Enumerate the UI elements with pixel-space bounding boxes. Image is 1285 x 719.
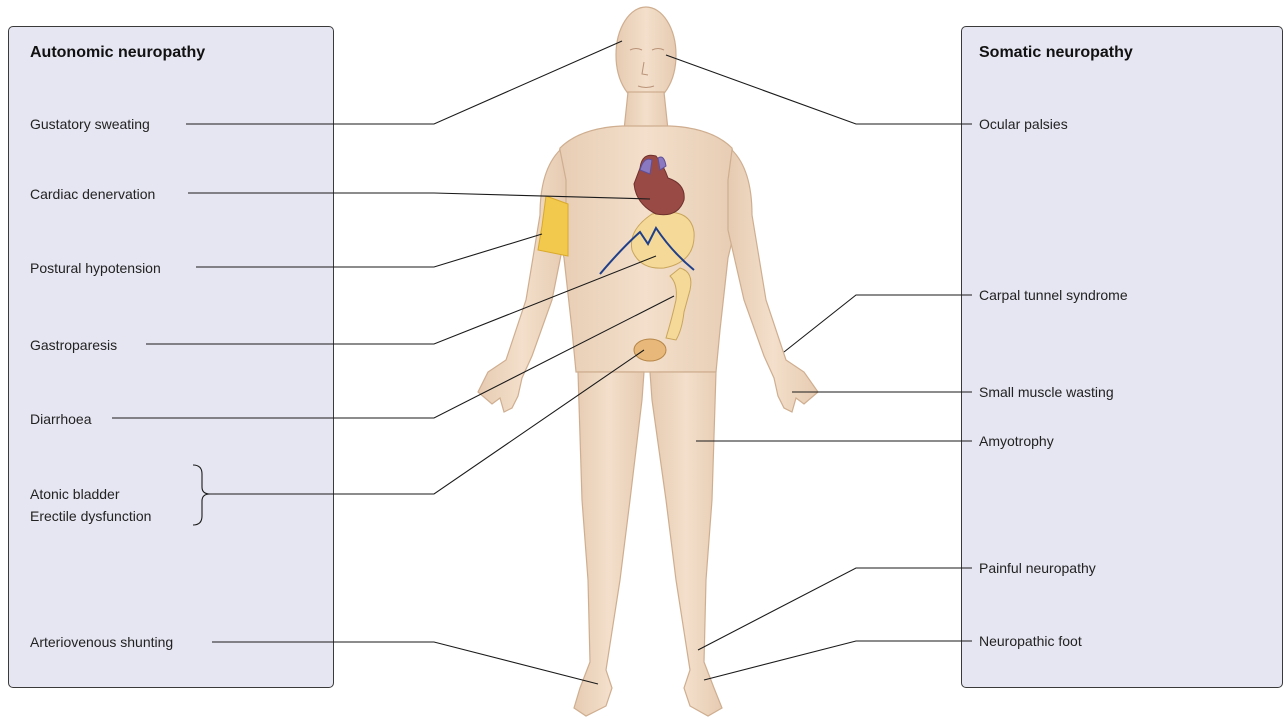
- label-cardiac-denervation: Cardiac denervation: [30, 186, 155, 203]
- leg-right-side-shape: [574, 372, 644, 716]
- leader-ocular: [666, 55, 972, 124]
- leader-carpal: [784, 295, 972, 352]
- label-amyotrophy: Amyotrophy: [979, 433, 1054, 450]
- human-figure: [478, 7, 818, 716]
- label-small-muscle-wasting: Small muscle wasting: [979, 384, 1114, 401]
- leg-left-side-shape: [650, 372, 722, 716]
- label-erectile-dysfunction: Erectile dysfunction: [30, 508, 151, 525]
- autonomic-heading: Autonomic neuropathy: [30, 44, 205, 62]
- label-ocular-palsies: Ocular palsies: [979, 116, 1068, 133]
- label-atonic-bladder: Atonic bladder: [30, 486, 120, 503]
- leader-postural: [196, 234, 542, 267]
- label-diarrhoea: Diarrhoea: [30, 411, 91, 428]
- neck-shape: [624, 92, 668, 130]
- label-carpal-tunnel-syndrome: Carpal tunnel syndrome: [979, 287, 1128, 304]
- label-neuropathic-foot: Neuropathic foot: [979, 633, 1082, 650]
- leader-gustatory: [186, 41, 622, 124]
- leader-av-shunting: [212, 642, 598, 684]
- label-postural-hypotension: Postural hypotension: [30, 260, 161, 277]
- label-arteriovenous-shunting: Arteriovenous shunting: [30, 634, 173, 651]
- label-gastroparesis: Gastroparesis: [30, 337, 117, 354]
- arm-left-side-shape: [728, 150, 818, 412]
- brace-bladder-erectile: [193, 465, 210, 525]
- leader-neuropathic-foot: [704, 641, 972, 680]
- leader-painful: [698, 568, 972, 650]
- bladder-organ: [634, 339, 666, 361]
- label-gustatory-sweating: Gustatory sweating: [30, 116, 150, 133]
- somatic-heading: Somatic neuropathy: [979, 44, 1133, 62]
- leader-lines: [112, 41, 972, 684]
- label-painful-neuropathy: Painful neuropathy: [979, 560, 1096, 577]
